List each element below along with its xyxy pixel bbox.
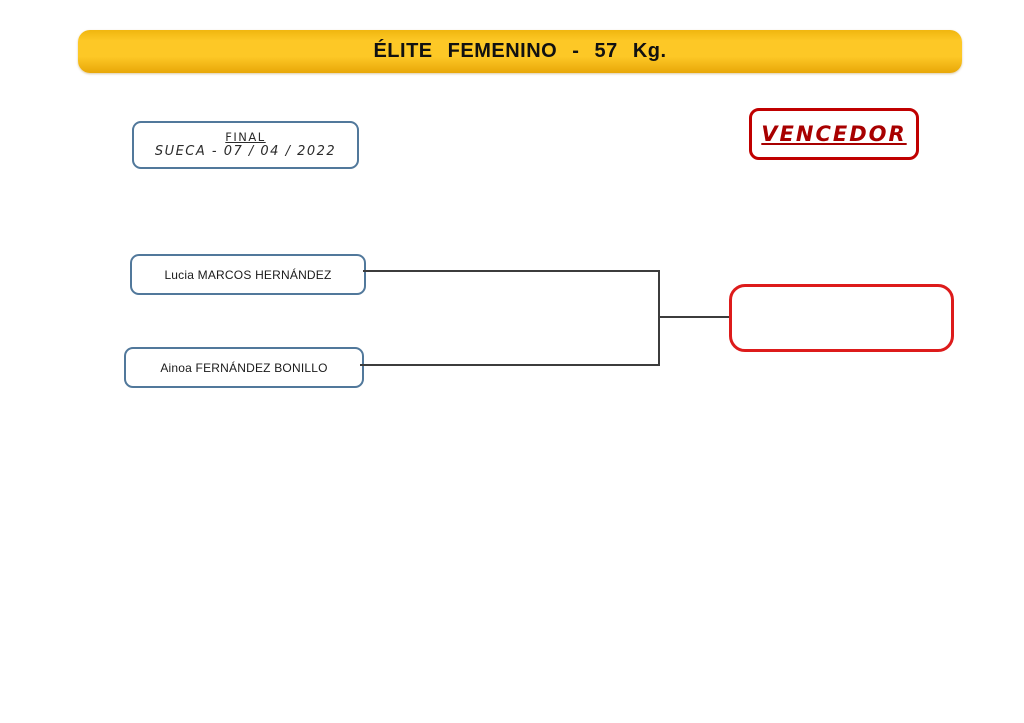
event-info-box: FINAL SUECA - 07 / 04 / 2022 [132,121,359,169]
bracket-line-vertical [658,270,660,366]
player-1-name: Lucia MARCOS HERNÁNDEZ [164,267,332,282]
player-box-2: Ainoa FERNÁNDEZ BONILLO [124,347,364,388]
category-title: ÉLITE FEMENINO - 57 Kg. [373,40,667,62]
winner-legend-box: VENCEDOR [749,108,919,160]
bracket-line-top [363,270,660,272]
bracket-line-bottom [360,364,660,366]
category-title-banner: ÉLITE FEMENINO - 57 Kg. [78,30,962,73]
winner-legend-label: VENCEDOR [761,122,907,146]
player-2-name: Ainoa FERNÁNDEZ BONILLO [160,360,328,375]
bracket-line-to-winner [658,316,730,318]
player-box-1: Lucia MARCOS HERNÁNDEZ [130,254,366,295]
winner-box [729,284,954,352]
event-round-label: FINAL [225,129,266,144]
event-venue-date: SUECA - 07 / 04 / 2022 [154,144,337,160]
